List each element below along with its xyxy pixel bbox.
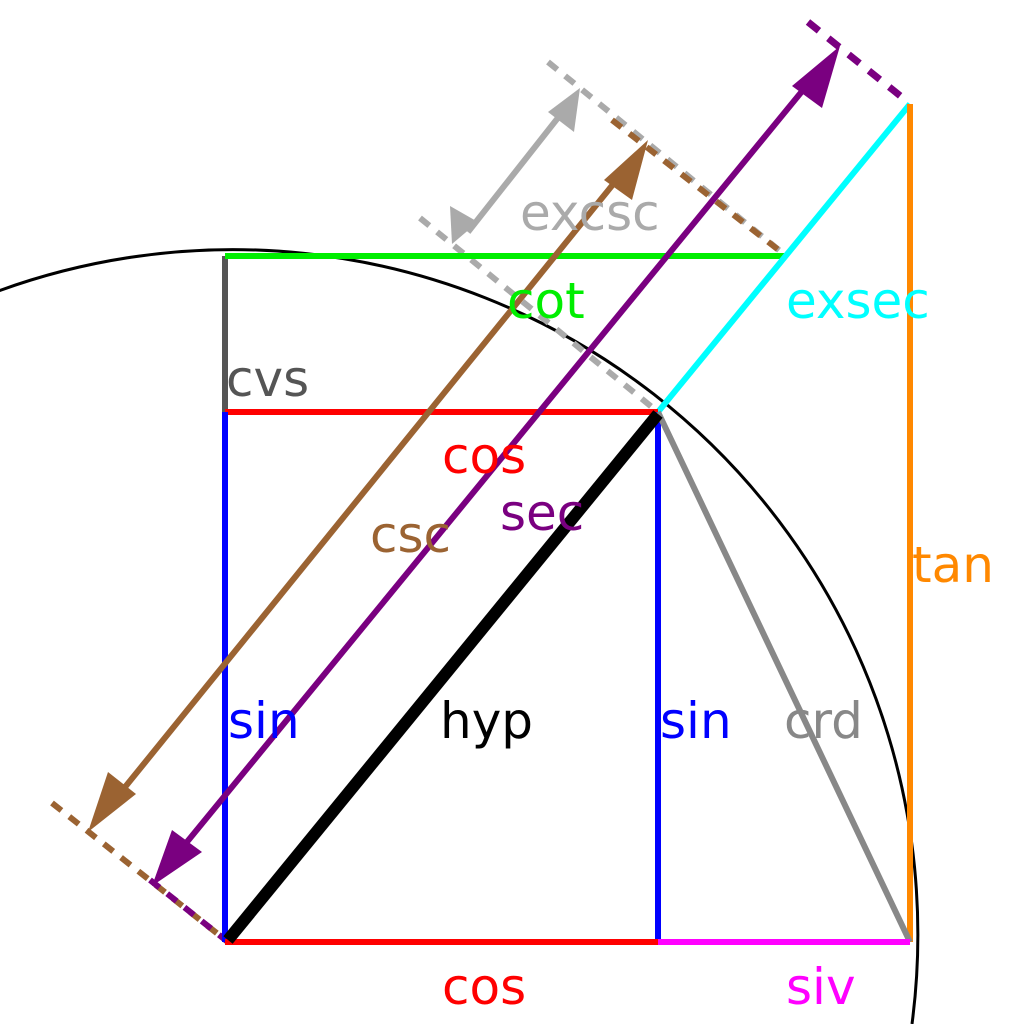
hyp-line	[223, 410, 663, 944]
label-csc: csc	[370, 506, 451, 564]
csc-arrowhead-top	[604, 140, 648, 200]
excsc-arrowhead-bottom	[450, 206, 478, 244]
label-hyp: hyp	[440, 692, 533, 750]
label-cvs: cvs	[226, 350, 309, 408]
label-crd: crd	[784, 692, 863, 750]
csc-arrow	[97, 154, 639, 820]
label-cot: cot	[507, 272, 585, 330]
label-cos-top: cos	[442, 427, 526, 485]
label-cos-bottom: cos	[442, 958, 526, 1016]
csc-dash-bottom	[50, 800, 230, 945]
label-excsc: excsc	[520, 184, 660, 242]
crd-line	[655, 410, 913, 944]
label-exsec: exsec	[786, 272, 930, 330]
label-sin-right: sin	[660, 692, 732, 750]
excsc-arrow	[465, 98, 575, 234]
exsec-line	[655, 102, 913, 414]
excsc-dash-lower	[418, 215, 660, 415]
sec-dash-bottom	[148, 877, 230, 945]
label-tan: tan	[912, 536, 994, 594]
label-sec: sec	[500, 484, 584, 542]
sec-dash-top	[805, 19, 911, 105]
sec-arrow	[161, 60, 829, 872]
csc-arrowhead-bottom	[88, 772, 136, 832]
unit-circle-arc	[0, 248, 920, 1024]
label-siv: siv	[786, 958, 856, 1016]
sec-arrowhead-bottom	[152, 830, 202, 886]
csc-dash-top	[610, 117, 787, 258]
label-sin-left: sin	[228, 692, 300, 750]
excsc-dash-upper	[546, 59, 787, 258]
sec-arrowhead-top	[792, 46, 840, 108]
excsc-arrowhead-top	[548, 88, 580, 132]
